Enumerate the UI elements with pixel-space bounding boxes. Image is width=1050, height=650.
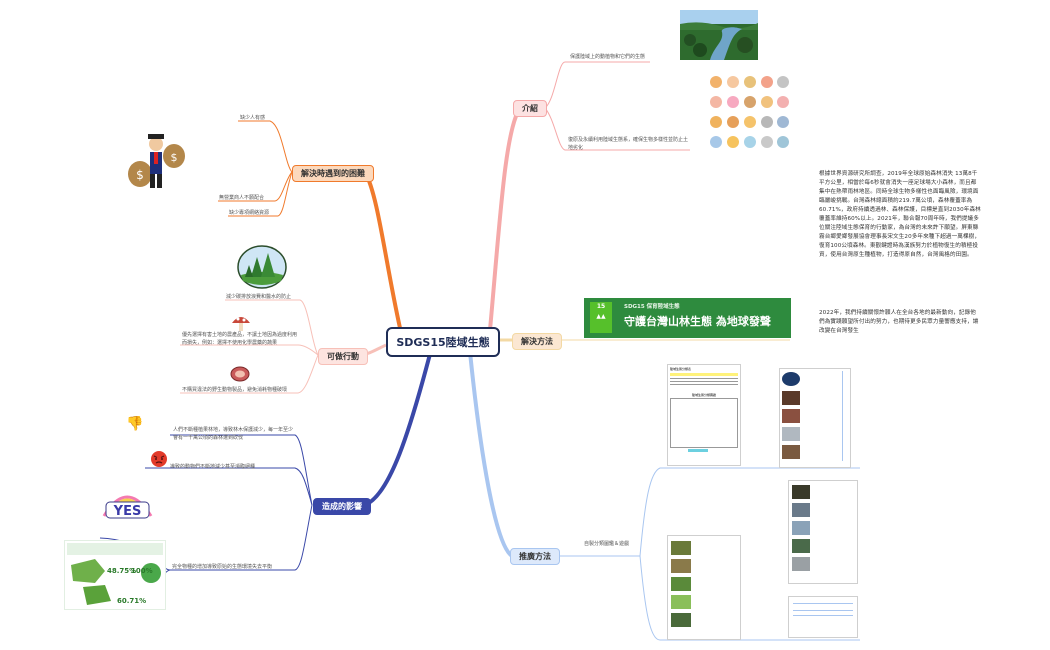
doc-form-header: 陸域生態分類圖鑑 xyxy=(691,393,716,397)
link-promote-up xyxy=(639,467,860,557)
doc-photos-thumbnail-1 xyxy=(779,368,851,468)
problem-leaf-3[interactable]: 缺少專項網絡資源 xyxy=(229,210,270,216)
branch-line-impact xyxy=(364,353,432,507)
link-intro-a xyxy=(544,61,650,109)
link-problem-b xyxy=(218,171,293,202)
solution-paragraph-2: 2022年，我們持續關懷許願人在全台各地的最新動向，記錄他們為實踐願望所付出的努… xyxy=(819,310,979,334)
branch-line-promote xyxy=(468,351,514,558)
intro-leaf-2[interactable]: 復原及永續利用陸域生態系，確保生物多樣性並防止土地劣化 xyxy=(568,137,689,151)
thumbs-down-icon: 👎 xyxy=(126,416,144,432)
link-action-c xyxy=(180,354,319,394)
doc-form-thumbnail: 陸域生態分類表 陸域生態分類圖鑑 xyxy=(667,364,741,466)
doc-text-thumbnail xyxy=(788,596,858,638)
stat-3-text: 60.71% xyxy=(117,597,146,605)
solution-banner: 15▲▲ SDG15 保育陸域生態 守護台灣山林生態 為地球發聲 xyxy=(584,298,791,338)
link-promote-down xyxy=(639,555,860,641)
sdg15-logo-icon: 15▲▲ xyxy=(590,302,612,333)
branch-action[interactable]: 可做行動 xyxy=(318,348,368,365)
link-problem-c xyxy=(228,171,293,217)
branch-impact[interactable]: 造成的影響 xyxy=(313,498,371,515)
solution-paragraph-1: 根據世界資源研究所調查，2019年全球原始森林消失 13萬8千平方公里，相當於每… xyxy=(819,171,981,258)
impact-leaf-1[interactable]: 人們不斷種植果林地，導致林木保護減少，每一年至少會有一千萬公頃的森林遭到砍伐 xyxy=(173,427,294,441)
doc-photos-thumbnail-2 xyxy=(788,480,858,584)
branch-line-problem xyxy=(363,171,402,329)
branch-promote[interactable]: 推廣方法 xyxy=(510,548,560,565)
branch-problem[interactable]: 解決時遇到的困難 xyxy=(292,165,374,182)
link-action-b xyxy=(180,344,319,356)
branch-line-intro xyxy=(488,106,522,331)
center-node[interactable]: SDGS15陸域生態 xyxy=(386,327,500,357)
banner-small-text: SDG15 保育陸域生態 xyxy=(624,304,680,310)
link-action-a xyxy=(225,299,319,356)
banner-title: 守護台灣山林生態 為地球發聲 xyxy=(624,315,771,328)
action-leaf-2[interactable]: 優先選擇有害土地的農產品，不讓土地因為過度利用而損失，例如：選擇不使用化學農藥的… xyxy=(182,332,298,346)
meat-icon xyxy=(230,366,250,382)
map-infographic-icon: 48.75% 100% 60.71% xyxy=(64,540,166,610)
yes-text: YES xyxy=(113,504,142,519)
doc-photos-thumbnail-3 xyxy=(667,535,741,640)
forest-icon xyxy=(237,245,287,289)
yes-sign-icon: YES xyxy=(100,486,155,528)
stat-2-text: 100% xyxy=(131,567,153,575)
link-impact-a xyxy=(170,434,313,506)
problem-leaf-1[interactable]: 缺少人有感 xyxy=(240,115,266,121)
stat-1-text: 48.75% xyxy=(107,567,136,575)
action-leaf-1[interactable]: 減少碳排放浪費和醫水的防止 xyxy=(226,294,292,300)
link-impact-b xyxy=(145,467,313,506)
branch-solution[interactable]: 解決方法 xyxy=(512,333,562,350)
impact-leaf-2[interactable]: 導致的動物們不斷地減少甚至瀕臨絕種 xyxy=(170,464,256,470)
river-forest-image xyxy=(680,10,758,60)
link-impact-c xyxy=(170,504,313,571)
branch-intro[interactable]: 介紹 xyxy=(513,100,547,117)
animals-grid-image xyxy=(706,72,790,154)
doc-form-title: 陸域生態分類表 xyxy=(670,367,692,371)
intro-leaf-1[interactable]: 保護陸域上的動植物和它們的生態 xyxy=(570,54,646,60)
action-leaf-3[interactable]: 不購買違法的野生動物製品，避免消耗物種破壞 xyxy=(182,387,288,393)
problem-leaf-2[interactable]: 無營業商人不願配合 xyxy=(219,195,265,201)
impact-leaf-3[interactable]: 完全物種的增加導致原始的生態環境失去平衡 xyxy=(172,564,273,570)
link-intro-b xyxy=(544,107,690,151)
promote-leaf-1[interactable]: 自製分類圖鑑＆遊戲 xyxy=(584,541,630,547)
svg-text:$: $ xyxy=(136,168,144,182)
link-problem-a xyxy=(238,120,293,173)
mushroom-icon xyxy=(230,313,252,333)
angry-face-icon xyxy=(150,450,168,468)
svg-text:$: $ xyxy=(171,151,178,164)
money-bags-person-icon: $ $ xyxy=(126,130,186,192)
